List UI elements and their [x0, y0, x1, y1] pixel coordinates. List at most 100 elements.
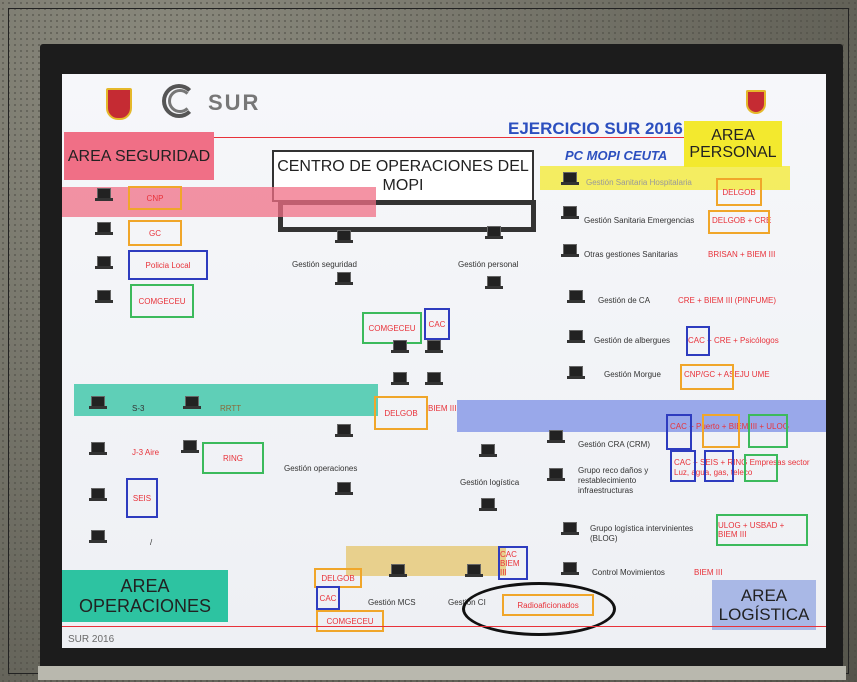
sur-logo-ring-icon: [162, 84, 196, 118]
personal-item-tags: CAC + CRE + Psicólogos: [688, 336, 779, 345]
computer-icon: [95, 290, 113, 303]
gc-tag: GC: [128, 220, 182, 246]
area-operaciones-label: AREA OPERACIONES: [62, 570, 228, 622]
logistica-item-tags: BIEM III: [694, 568, 723, 577]
computer-icon: [391, 340, 409, 353]
area-personal-label: AREA PERSONAL: [684, 121, 782, 167]
computer-icon: [89, 530, 107, 543]
sur-logo-inner-ring-icon: [168, 89, 192, 113]
computer-icon: [567, 366, 585, 379]
computer-icon: [89, 442, 107, 455]
computer-icon: [335, 482, 353, 495]
logistica-item-label: Gestión CRA (CRM): [578, 440, 651, 449]
area-seguridad-label: AREA SEGURIDAD: [64, 132, 214, 180]
policia-local-tag: Policia Local: [128, 250, 208, 280]
seis-reco-frame: [704, 450, 734, 482]
logistica-band: [457, 400, 826, 432]
personal-item-tags: DELGOB + CRE: [712, 216, 772, 225]
personal-item-tags: CRE + BIEM III (PINFUME): [678, 296, 777, 305]
logistica-item-label: Grupo reco daños y restablecimiento infr…: [578, 466, 649, 495]
j3-aire-label: J-3 Aire: [132, 448, 160, 457]
ulog-frame: [748, 414, 788, 448]
computer-icon: [567, 290, 585, 303]
personal-item-tags: DELGOB: [716, 178, 762, 206]
computer-icon: [561, 206, 579, 219]
personal-item-label: Gestión Morgue: [604, 370, 661, 379]
delgob-mid-tag: DELGOB: [374, 396, 428, 430]
slide-title: EJERCICIO SUR 2016: [508, 119, 683, 138]
delgob-bottom-tag: DELGOB: [314, 568, 362, 588]
computer-icon: [425, 372, 443, 385]
computer-icon: [547, 468, 565, 481]
computer-icon: [561, 172, 579, 185]
screen-bottom-bar: [38, 666, 846, 680]
hand-drawn-circle: [462, 582, 616, 636]
header-rule: [172, 137, 742, 138]
delgob-tag-frame: [708, 210, 770, 234]
bottom-band: [346, 546, 506, 576]
coat-of-arms-logo: [106, 88, 132, 120]
computer-icon: [391, 372, 409, 385]
cac-albergues-frame: [686, 326, 710, 356]
computer-icon: [335, 230, 353, 243]
cac-bottom-tag: CAC: [316, 586, 340, 610]
ring-reco-frame: [744, 454, 778, 482]
footer-text: SUR 2016: [68, 634, 115, 645]
logistica-item-tags: CAC + Puerto + BIEM III + ULOG: [670, 422, 789, 431]
computer-icon: [561, 244, 579, 257]
personal-item-label: Gestión de CA: [598, 296, 651, 305]
personal-item-label: Gestión de albergues: [594, 336, 671, 345]
computer-icon: [561, 522, 579, 535]
computer-icon: [89, 488, 107, 501]
cac-reco-frame: [670, 450, 696, 482]
personal-item-tags: CNP/GC + ASEJU UME: [684, 370, 770, 379]
personal-item-tags: BRISAN + BIEM III: [708, 250, 776, 259]
comgeceu-tag: COMGECEU: [130, 284, 194, 318]
area-logistica-label: AREA LOGÍSTICA: [712, 580, 816, 630]
cac-mid-tag: CAC: [424, 308, 450, 340]
computer-icon: [485, 226, 503, 239]
logistica-item-tags: CAC + SEIS + RING Empresas sector Luz, a…: [674, 458, 810, 477]
gestion-personal-label: Gestión personal: [458, 260, 519, 269]
comgeceu-mid-tag: COMGECEU: [362, 312, 422, 344]
computer-icon: [335, 272, 353, 285]
comgeceu-bottom-tag: COMGECEU: [316, 610, 384, 632]
ring-tag: RING: [202, 442, 264, 474]
s3-label: S-3: [132, 404, 145, 413]
computer-icon: [181, 440, 199, 453]
logistica-item-tags: ULOG + USBAD + BIEM III: [716, 514, 808, 546]
seis-tag: SEIS: [126, 478, 158, 518]
computer-icon: [183, 396, 201, 409]
gestion-seguridad-label: Gestión seguridad: [292, 260, 357, 269]
cnp-gc-frame: [680, 364, 734, 390]
puerto-frame: [702, 414, 740, 448]
personal-item-label: Gestión Sanitaria Hospitalaria: [586, 178, 692, 187]
sur-logo-text: SUR: [208, 90, 261, 115]
computer-icon: [335, 424, 353, 437]
gestion-operaciones-label: Gestión operaciones: [284, 464, 358, 473]
seguridad-band: [62, 187, 376, 217]
logistica-item-label: Control Movimientos: [592, 568, 665, 577]
computer-icon: [479, 444, 497, 457]
rrtt-label: RRTT: [220, 404, 242, 413]
computer-icon: [89, 396, 107, 409]
projected-slide: SUR EJERCICIO SUR 2016 PC MOPI CEUTA ARE…: [62, 74, 826, 648]
computer-icon: [425, 340, 443, 353]
right-emblem-logo: [746, 90, 766, 114]
computer-icon: [465, 564, 483, 577]
computer-icon: [389, 564, 407, 577]
slide-subtitle: PC MOPI CEUTA: [565, 148, 668, 163]
gestion-logistica-label: Gestión logística: [460, 478, 520, 487]
computer-icon: [547, 430, 565, 443]
logistica-item-label: Grupo logística intervinientes (BLOG): [590, 524, 694, 543]
computer-icon: [567, 330, 585, 343]
cac-cra-frame: [666, 414, 692, 450]
operaciones-band: [74, 384, 378, 416]
slash-label: /: [150, 538, 153, 547]
footer-rule: [62, 626, 826, 627]
biem-mid-label: BIEM III: [428, 404, 457, 413]
computer-icon: [95, 222, 113, 235]
computer-icon: [485, 276, 503, 289]
personal-item-label: Otras gestiones Sanitarias: [584, 250, 678, 259]
computer-icon: [95, 256, 113, 269]
